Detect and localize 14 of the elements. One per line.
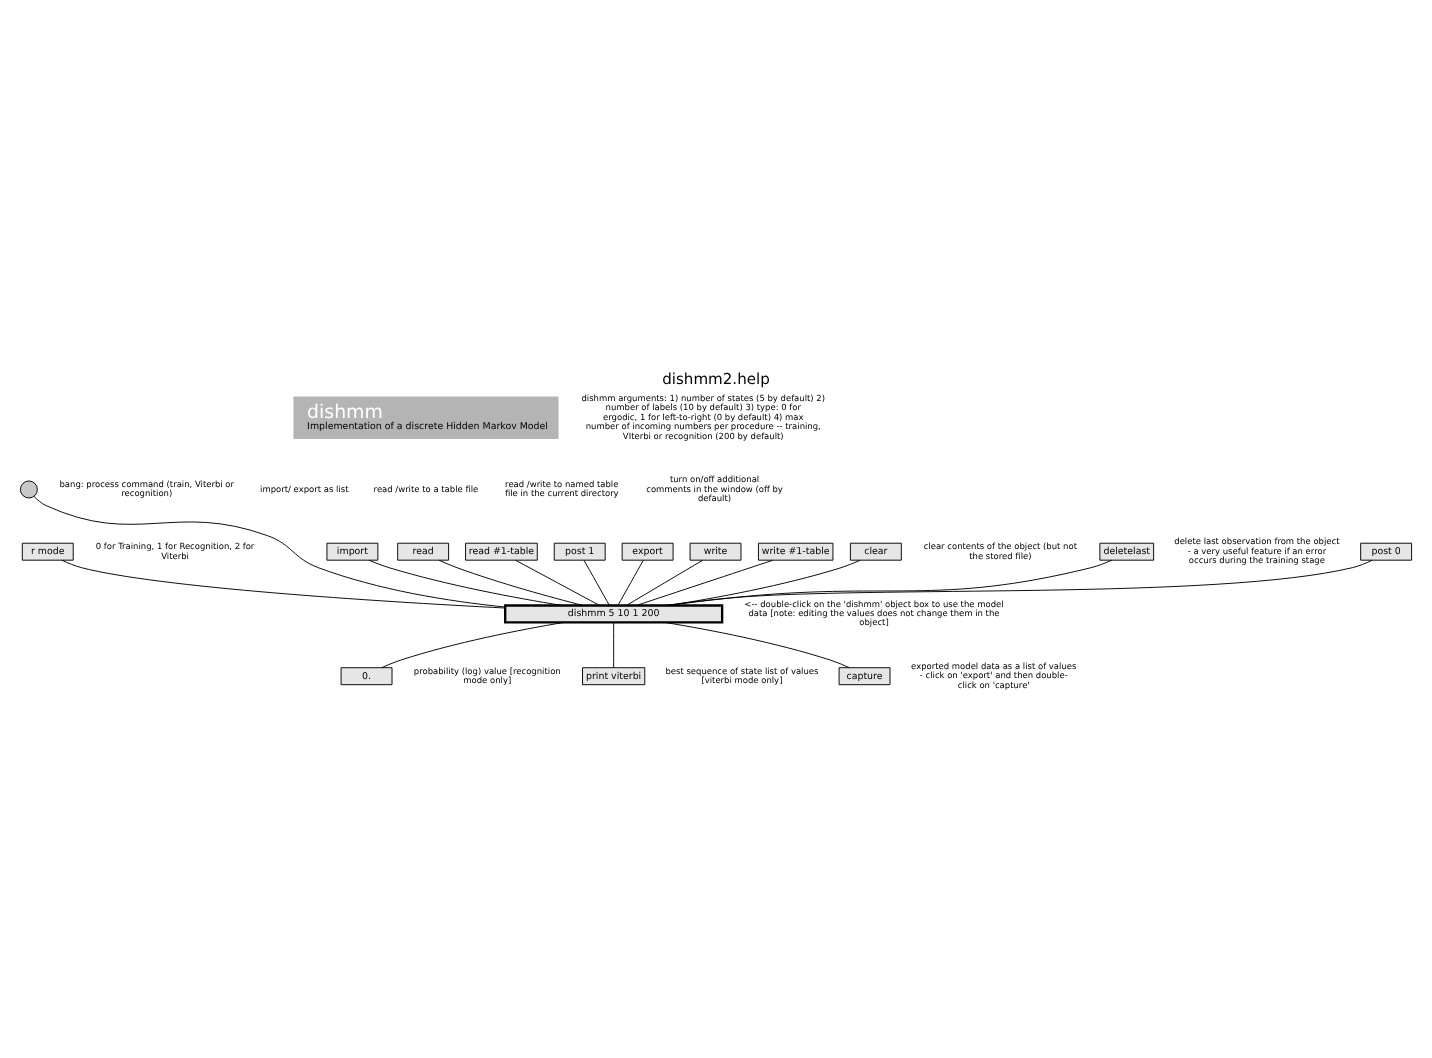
connector <box>381 620 565 668</box>
connector <box>636 558 774 605</box>
connector <box>368 558 563 605</box>
connector <box>613 621 615 667</box>
connector <box>33 494 506 607</box>
connector <box>583 558 610 605</box>
node-circle <box>19 479 38 498</box>
connector <box>664 558 1373 605</box>
connector <box>515 558 601 605</box>
connector <box>438 558 584 605</box>
connector <box>626 558 704 605</box>
connector <box>61 558 506 608</box>
connector <box>664 621 850 668</box>
connector <box>617 558 644 605</box>
